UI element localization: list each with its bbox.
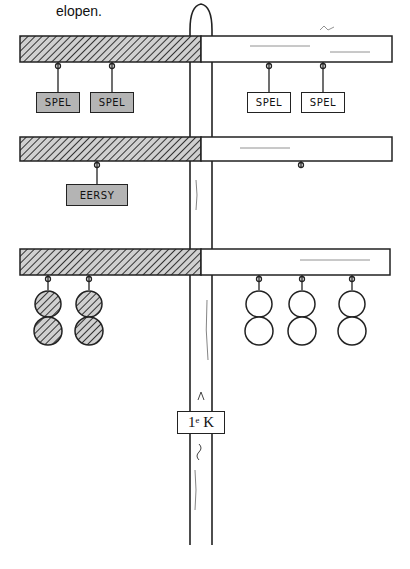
sign-text: SPEL bbox=[310, 97, 336, 108]
sign-text: SPEL bbox=[99, 97, 125, 108]
sign-plate: EERSY bbox=[66, 184, 128, 206]
caption-fragment: elopen. bbox=[56, 3, 102, 19]
sign-plate: SPEL bbox=[301, 92, 345, 113]
sign-plate: SPEL bbox=[36, 92, 80, 113]
sign-plate: SPEL bbox=[247, 92, 291, 113]
post-plate: 1ᵉ K bbox=[177, 411, 225, 434]
hooks bbox=[46, 62, 355, 290]
sign-text: SPEL bbox=[45, 97, 71, 108]
lamp-discs bbox=[34, 291, 366, 345]
sign-text: 1ᵉ K bbox=[188, 414, 214, 431]
sign-text: EERSY bbox=[80, 190, 115, 201]
crossbars bbox=[20, 36, 392, 275]
sign-plate: SPEL bbox=[90, 92, 134, 113]
sign-text: SPEL bbox=[256, 97, 282, 108]
